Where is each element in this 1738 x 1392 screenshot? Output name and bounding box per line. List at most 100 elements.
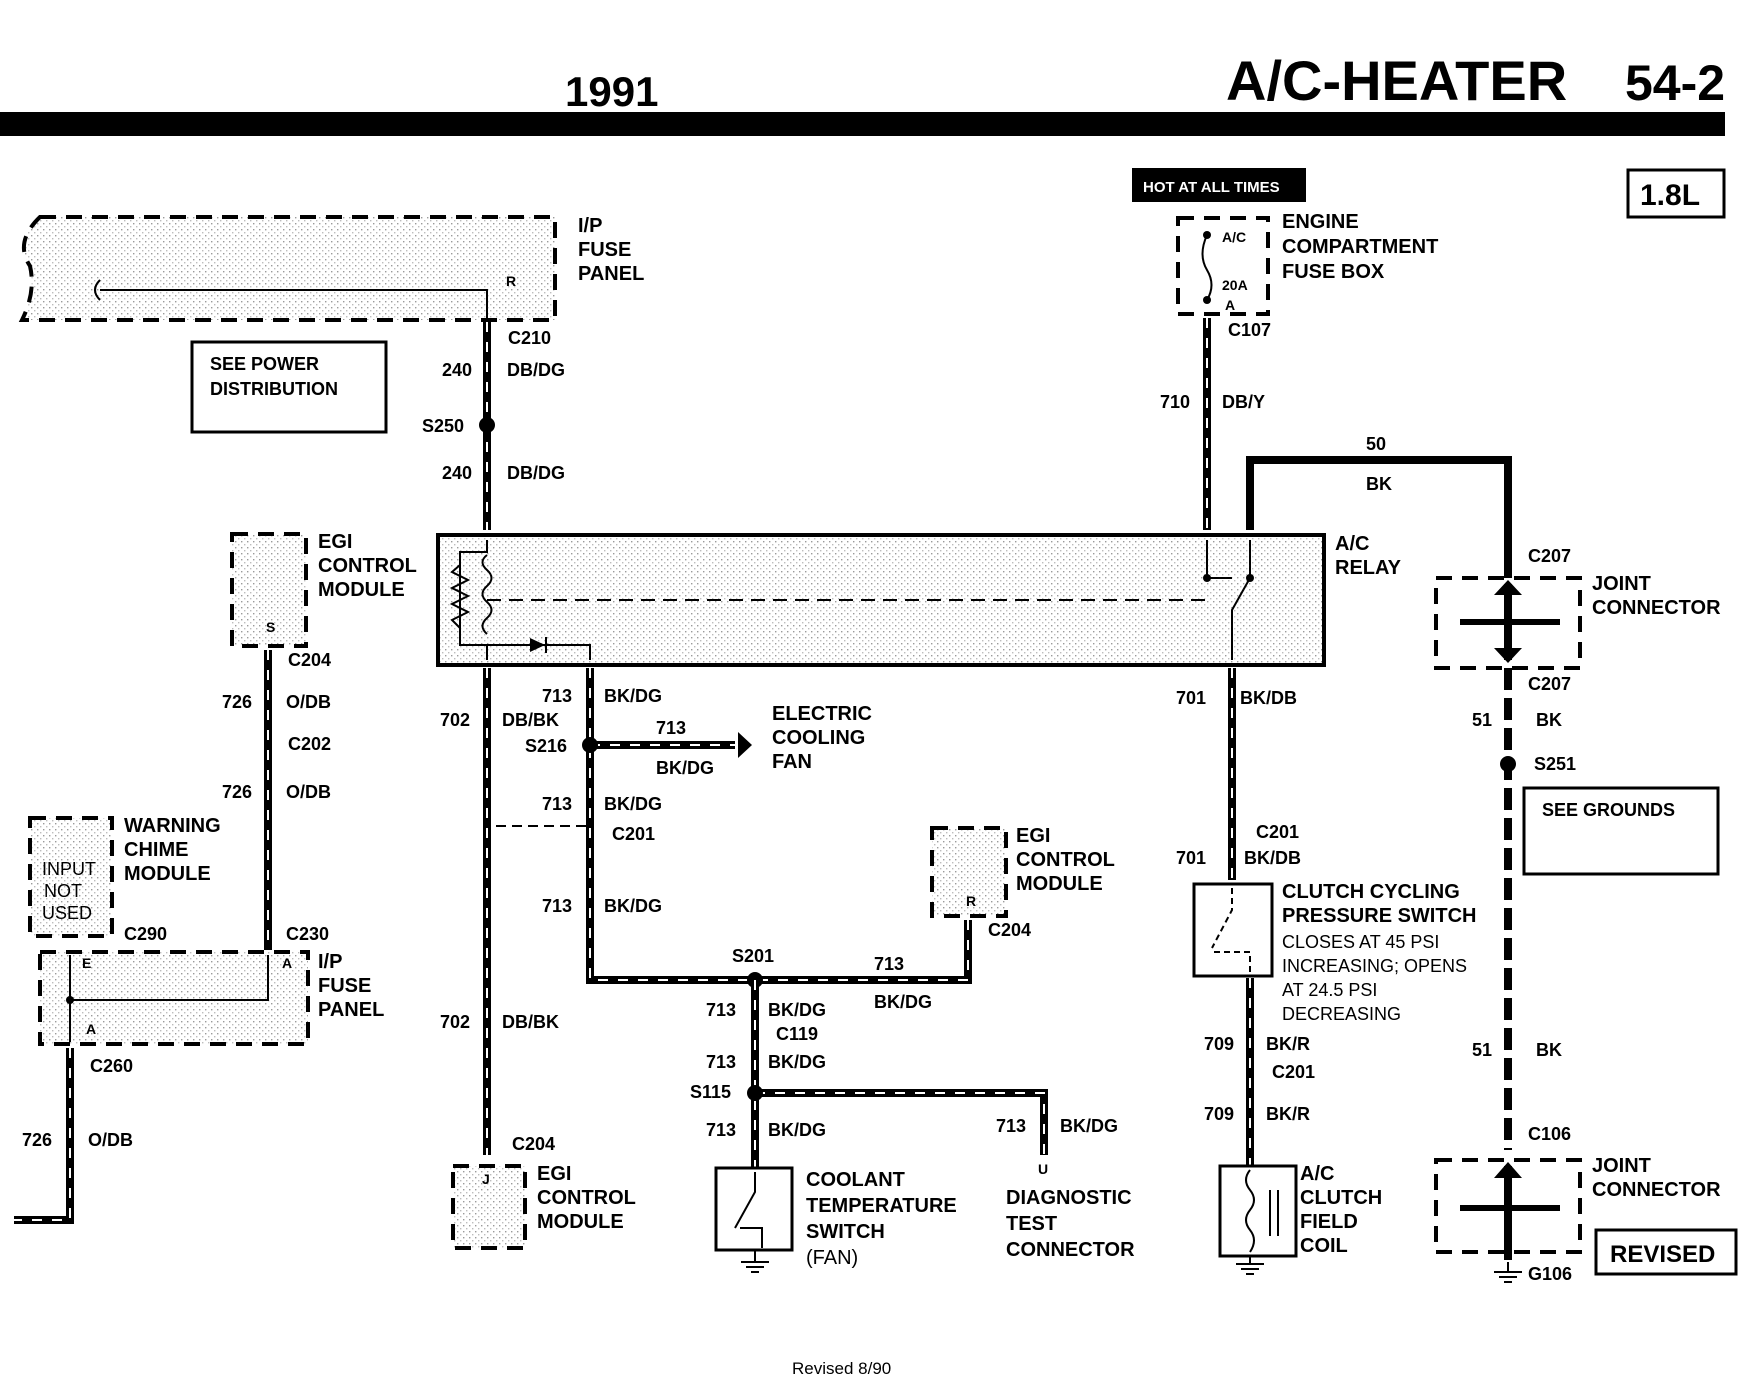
engine-badge — [1626, 168, 1726, 219]
joint-connector-bottom-l2: CONNECTOR — [1592, 1179, 1721, 1201]
wire-709-color-b: BK/R — [1266, 1104, 1310, 1124]
wire-701-circuit-a: 701 — [1176, 688, 1206, 708]
egi-top-pin: S — [266, 619, 275, 635]
s201-label: S201 — [732, 946, 774, 966]
pin-a-bottom: A — [86, 1021, 96, 1037]
conn-c204-egi-top: C204 — [288, 650, 331, 670]
wire-713-circuit-c: 713 — [542, 896, 572, 916]
wire-51-circuit-a: 51 — [1472, 710, 1492, 730]
revised-badge — [1594, 1228, 1738, 1276]
wire-701-color-a: BK/DB — [1240, 688, 1297, 708]
wire-701-circuit-b: 701 — [1176, 848, 1206, 868]
ip-fuse-panel-left-l1: I/P — [318, 951, 342, 973]
engine-fuse-box — [1176, 216, 1270, 316]
diag-connector-l2: TEST — [1006, 1213, 1057, 1235]
ac-clutch-l3: FIELD — [1300, 1211, 1358, 1233]
egi-bottom-l3: MODULE — [537, 1211, 624, 1233]
wire-726-color-a: O/DB — [286, 692, 331, 712]
coolant-switch-l2: TEMPERATURE — [806, 1195, 957, 1217]
egi-top-l2: CONTROL — [318, 555, 417, 577]
electric-fan-l2: COOLING — [772, 727, 865, 749]
year-label: 1991 — [565, 68, 658, 115]
page-number: 54-2 — [1625, 55, 1725, 111]
wire-713-color-h: BK/DG — [1060, 1116, 1118, 1136]
joint-connector-top-l2: CONNECTOR — [1592, 597, 1721, 619]
wire-726-color-c: O/DB — [88, 1130, 133, 1150]
see-power-l1: SEE POWER — [210, 354, 319, 374]
conn-g106: G106 — [1528, 1264, 1572, 1284]
egi-mid-l2: CONTROL — [1016, 849, 1115, 871]
s251-label: S251 — [1534, 754, 1576, 774]
conn-c210: C210 — [508, 328, 551, 348]
wire-709-color-a: BK/R — [1266, 1034, 1310, 1054]
wire-713-circuit-f: 713 — [706, 1052, 736, 1072]
pin-e: E — [82, 955, 91, 971]
conn-c106: C106 — [1528, 1124, 1571, 1144]
wire-709-circuit-b: 709 — [1204, 1104, 1234, 1124]
conn-c230: C230 — [286, 924, 329, 944]
egi-bottom-pin: J — [482, 1171, 490, 1187]
revision-footer: Revised 8/90 — [792, 1359, 891, 1378]
fuse-pin: A — [1225, 297, 1235, 313]
conn-c202: C202 — [288, 734, 331, 754]
wire-713-color-fan: BK/DG — [656, 758, 714, 778]
diag-connector-l3: CONNECTOR — [1006, 1239, 1135, 1261]
ip-fuse-panel-top-l2: FUSE — [578, 239, 631, 261]
egi-bottom-l1: EGI — [537, 1163, 571, 1185]
wire-710-color: DB/Y — [1222, 392, 1265, 412]
conn-c207-bottom: C207 — [1528, 674, 1571, 694]
engine-fuse-box-l3: FUSE BOX — [1282, 261, 1385, 283]
conn-c204-egi-bottom: C204 — [512, 1134, 555, 1154]
ip-fuse-panel-top — [18, 215, 557, 322]
joint-connector-top-l1: JOINT — [1592, 573, 1651, 595]
warning-chime-l3: MODULE — [124, 863, 211, 885]
wire-713-circuit-h: 713 — [996, 1116, 1026, 1136]
wire-726-circuit-a: 726 — [222, 692, 252, 712]
conn-c290: C290 — [124, 924, 167, 944]
wire-702-circuit-b: 702 — [440, 1012, 470, 1032]
clutch-desc-l1: CLOSES AT 45 PSI — [1282, 932, 1439, 952]
wire-50-color: BK — [1366, 474, 1392, 494]
wire-713-circuit-g: 713 — [706, 1120, 736, 1140]
coolant-switch-l3: SWITCH — [806, 1221, 885, 1243]
conn-c204-egi-mid: C204 — [988, 920, 1031, 940]
ip-fuse-panel-left — [38, 950, 310, 1046]
clutch-desc-l3: AT 24.5 PSI — [1282, 980, 1377, 1000]
conn-c260: C260 — [90, 1056, 133, 1076]
splice-s115 — [747, 1085, 763, 1101]
hot-at-all-times: HOT AT ALL TIMES — [1143, 179, 1280, 196]
diag-connector-l1: DIAGNOSTIC — [1006, 1187, 1132, 1209]
revised-badge-text: REVISED — [1610, 1241, 1715, 1268]
ip-fuse-panel-left-l2: FUSE — [318, 975, 371, 997]
ip-fuse-wire — [100, 289, 488, 320]
clutch-desc-l4: DECREASING — [1282, 1004, 1401, 1024]
wire-713-color-b: BK/DG — [604, 794, 662, 814]
wire-51-color-a: BK — [1536, 710, 1562, 730]
ac-clutch-l4: COIL — [1300, 1235, 1348, 1257]
conn-c201-right-a: C201 — [1256, 822, 1299, 842]
wire-710-circuit: 710 — [1160, 392, 1190, 412]
egi-mid-pin: R — [966, 893, 976, 909]
joint-connector-bottom-l1: JOINT — [1592, 1155, 1651, 1177]
warning-chime-l2: CHIME — [124, 839, 188, 861]
electric-fan-l3: FAN — [772, 751, 812, 773]
wire-709-circuit-a: 709 — [1204, 1034, 1234, 1054]
see-grounds: SEE GROUNDS — [1542, 800, 1675, 820]
s115-label: S115 — [690, 1082, 731, 1102]
egi-mid-l3: MODULE — [1016, 873, 1103, 895]
ac-relay-l2: RELAY — [1335, 557, 1402, 579]
ip-fuse-panel-left-l3: PANEL — [318, 999, 384, 1021]
wire-713-circuit-e: 713 — [706, 1000, 736, 1020]
wire-702-color-a: DB/BK — [502, 710, 559, 730]
engine-fuse-box-l1: ENGINE — [1282, 211, 1359, 233]
input-not-used-l2: NOT — [44, 881, 82, 901]
relay-diode — [530, 638, 545, 652]
wire-713-color-c: BK/DG — [604, 896, 662, 916]
diag-pin: U — [1038, 1161, 1048, 1177]
wire-713-circuit-b: 713 — [542, 794, 572, 814]
engine-fuse-box-l2: COMPARTMENT — [1282, 236, 1438, 258]
egi-mid-box — [930, 826, 1008, 918]
ip-fuse-panel-top-l1: I/P — [578, 215, 602, 237]
wire-726-circuit-c: 726 — [22, 1130, 52, 1150]
splice-s216 — [582, 737, 598, 753]
